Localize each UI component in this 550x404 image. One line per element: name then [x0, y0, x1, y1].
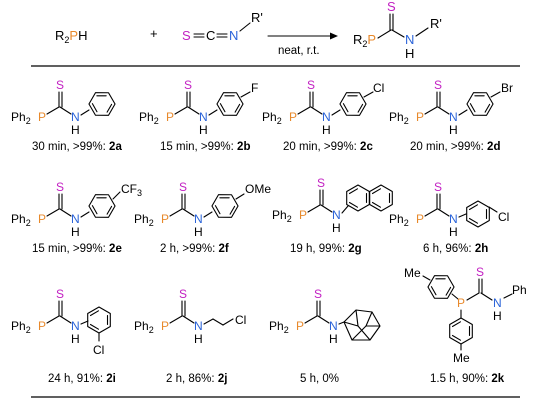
reaction-arrow	[267, 32, 338, 40]
reactant-isothiocyanate: S C N R'	[182, 10, 263, 43]
svg-text:N: N	[405, 32, 414, 47]
caption-2d: 20 min, >99%: 2d	[410, 141, 500, 153]
caption-2k: 1.5 h, 90%: 2k	[430, 373, 505, 385]
compound-2i: Cl	[10, 286, 111, 357]
methyl-top: Me	[404, 266, 421, 280]
compound-2d: Br	[388, 77, 513, 138]
compound-2k: Me P S N H Ph Me	[404, 265, 527, 365]
substituent-2i: Cl	[93, 343, 104, 357]
phenyl-2k: Ph	[512, 283, 527, 297]
caption-2e: 15 min, >99%: 2e	[32, 243, 122, 255]
svg-text:N: N	[229, 28, 238, 43]
reactant-phosphine: R2PH	[55, 28, 87, 45]
svg-text:S: S	[182, 28, 191, 43]
sulfur-2k: S	[476, 265, 484, 279]
compound-2b: F	[138, 77, 258, 138]
caption-2b: 15 min, >99%: 2b	[160, 141, 250, 153]
svg-text:H: H	[405, 46, 414, 61]
nitrogen-2k: N	[493, 296, 502, 310]
substituent-2j: Cl	[235, 313, 246, 327]
substituent-2e: CF3	[121, 182, 142, 198]
plus-sign: +	[150, 26, 158, 41]
svg-text:S: S	[387, 0, 396, 14]
caption-2j: 2 h, 86%: 2j	[166, 373, 227, 385]
reaction-equation: R2PH + S C N R' neat, r.t. R2P S N H	[55, 0, 442, 61]
substituent-2d: Br	[501, 81, 513, 95]
compound-2h: Cl	[388, 179, 509, 240]
caption-2c: 20 min, >99%: 2c	[283, 141, 373, 153]
product-structure: R2P S N H R'	[353, 0, 442, 61]
svg-text:C: C	[206, 28, 215, 43]
caption-2f: 2 h, >99%: 2f	[160, 243, 229, 255]
caption-2a: 30 min, >99%: 2a	[32, 141, 122, 153]
compound-2j: Cl	[133, 286, 246, 347]
compound-2a	[10, 77, 119, 138]
compound-2g	[271, 175, 393, 236]
svg-text:R': R'	[251, 10, 263, 25]
compound-adamantyl	[268, 286, 381, 347]
compound-2f: OMe	[133, 179, 271, 240]
caption-2h: 6 h, 96%: 2h	[423, 243, 488, 255]
caption-2g: 19 h, 99%: 2g	[290, 243, 362, 255]
substituent-2c: Cl	[373, 81, 384, 95]
phosphorus-2k: P	[457, 296, 465, 310]
methyl-bottom: Me	[453, 351, 470, 365]
substituent-2h: Cl	[498, 210, 509, 224]
svg-text:R': R'	[430, 16, 442, 31]
compound-2c: Cl	[261, 77, 384, 138]
svg-text:R2P: R2P	[353, 32, 376, 49]
hydrogen-2k: H	[493, 309, 502, 323]
substituent-2f: OMe	[245, 182, 271, 196]
reaction-conditions: neat, r.t.	[278, 45, 320, 57]
substituent-2b: F	[251, 81, 258, 95]
caption-2i: 24 h, 91%: 2i	[48, 373, 116, 385]
caption-adamantyl: 5 h, 0%	[300, 373, 339, 385]
compound-2e: CF3	[10, 179, 142, 240]
